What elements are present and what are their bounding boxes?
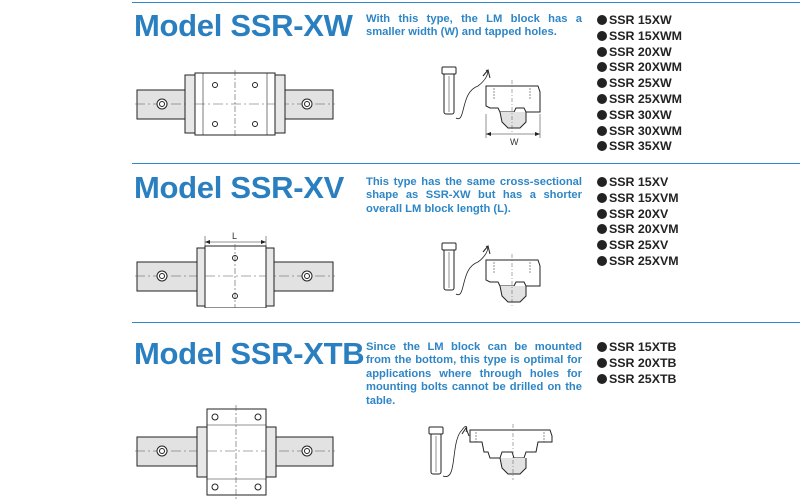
bullet-icon [597,357,607,368]
section-description: This type has the same cross-sectional s… [366,176,582,215]
list-item: SSR 25XVM [597,254,679,270]
list-item: SSR 35XW [597,139,682,155]
section-description: Since the LM block can be mounted from t… [366,341,582,407]
bullet-icon [597,30,607,41]
list-item: SSR 30XWM [597,124,682,140]
bullet-icon [597,240,607,251]
list-item: SSR 15XTB [597,340,676,356]
list-item: SSR 20XTB [597,356,676,372]
bullet-icon [597,15,607,25]
width-dimension-label: W [510,137,519,147]
list-item: SSR 25XV [597,238,679,254]
bullet-icon [597,93,607,104]
bullet-icon [597,208,607,219]
section-divider-1 [132,163,800,164]
list-item: SSR 15XWM [597,29,682,45]
cross-section-drawing: W [441,66,541,147]
top-view-drawing: L [135,231,335,308]
list-item: SSR 25XTB [597,372,676,388]
bullet-icon [597,78,607,89]
bullet-icon [597,141,607,152]
cross-section-drawing [441,242,541,306]
model-list: SSR 15XTB SSR 20XTB SSR 25XTB [597,340,676,387]
list-item: SSR 20XWM [597,60,682,76]
section-title: Model SSR-XW [134,8,353,43]
model-list: SSR 15XW SSR 15XWM SSR 20XW SSR 20XWM SS… [597,13,682,155]
bullet-icon [597,177,607,187]
bullet-icon [597,109,607,120]
bullet-icon [597,62,607,73]
bullet-icon [597,192,607,203]
length-dimension-label: L [232,231,237,241]
list-item: SSR 30XW [597,108,682,124]
list-item: SSR 25XW [597,76,682,92]
list-item: SSR 20XW [597,45,682,61]
top-divider [132,2,800,3]
cross-section-drawing [428,424,553,480]
list-item: SSR 20XV [597,207,679,223]
section-title: Model SSR-XTB [134,336,365,371]
list-item: SSR 20XVM [597,222,679,238]
list-item: SSR 25XWM [597,92,682,108]
list-item: SSR 15XW [597,13,682,29]
list-item: SSR 15XV [597,175,679,191]
section-title: Model SSR-XV [134,170,344,205]
section-divider-2 [132,322,800,323]
bullet-icon [597,46,607,57]
top-view-drawing [135,405,335,499]
bullet-icon [597,373,607,384]
top-view-drawing [135,70,335,138]
bullet-icon [597,224,607,235]
bullet-icon [597,125,607,136]
bullet-icon [597,255,607,266]
model-list: SSR 15XV SSR 15XVM SSR 20XV SSR 20XVM SS… [597,175,679,270]
section-description: With this type, the LM block has a small… [366,13,582,39]
bullet-icon [597,342,607,352]
list-item: SSR 15XVM [597,191,679,207]
